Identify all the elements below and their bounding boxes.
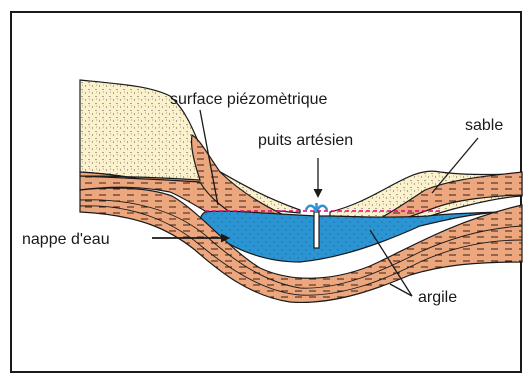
artesian-well-pipe xyxy=(314,212,319,248)
label-artesian-well: puits artésien xyxy=(258,132,353,149)
label-piezometric-surface: surface piézomètrique xyxy=(170,91,328,108)
label-aquifer: nappe d'eau xyxy=(22,231,110,248)
label-sand: sable xyxy=(465,117,503,134)
label-clay: argile xyxy=(418,289,457,306)
